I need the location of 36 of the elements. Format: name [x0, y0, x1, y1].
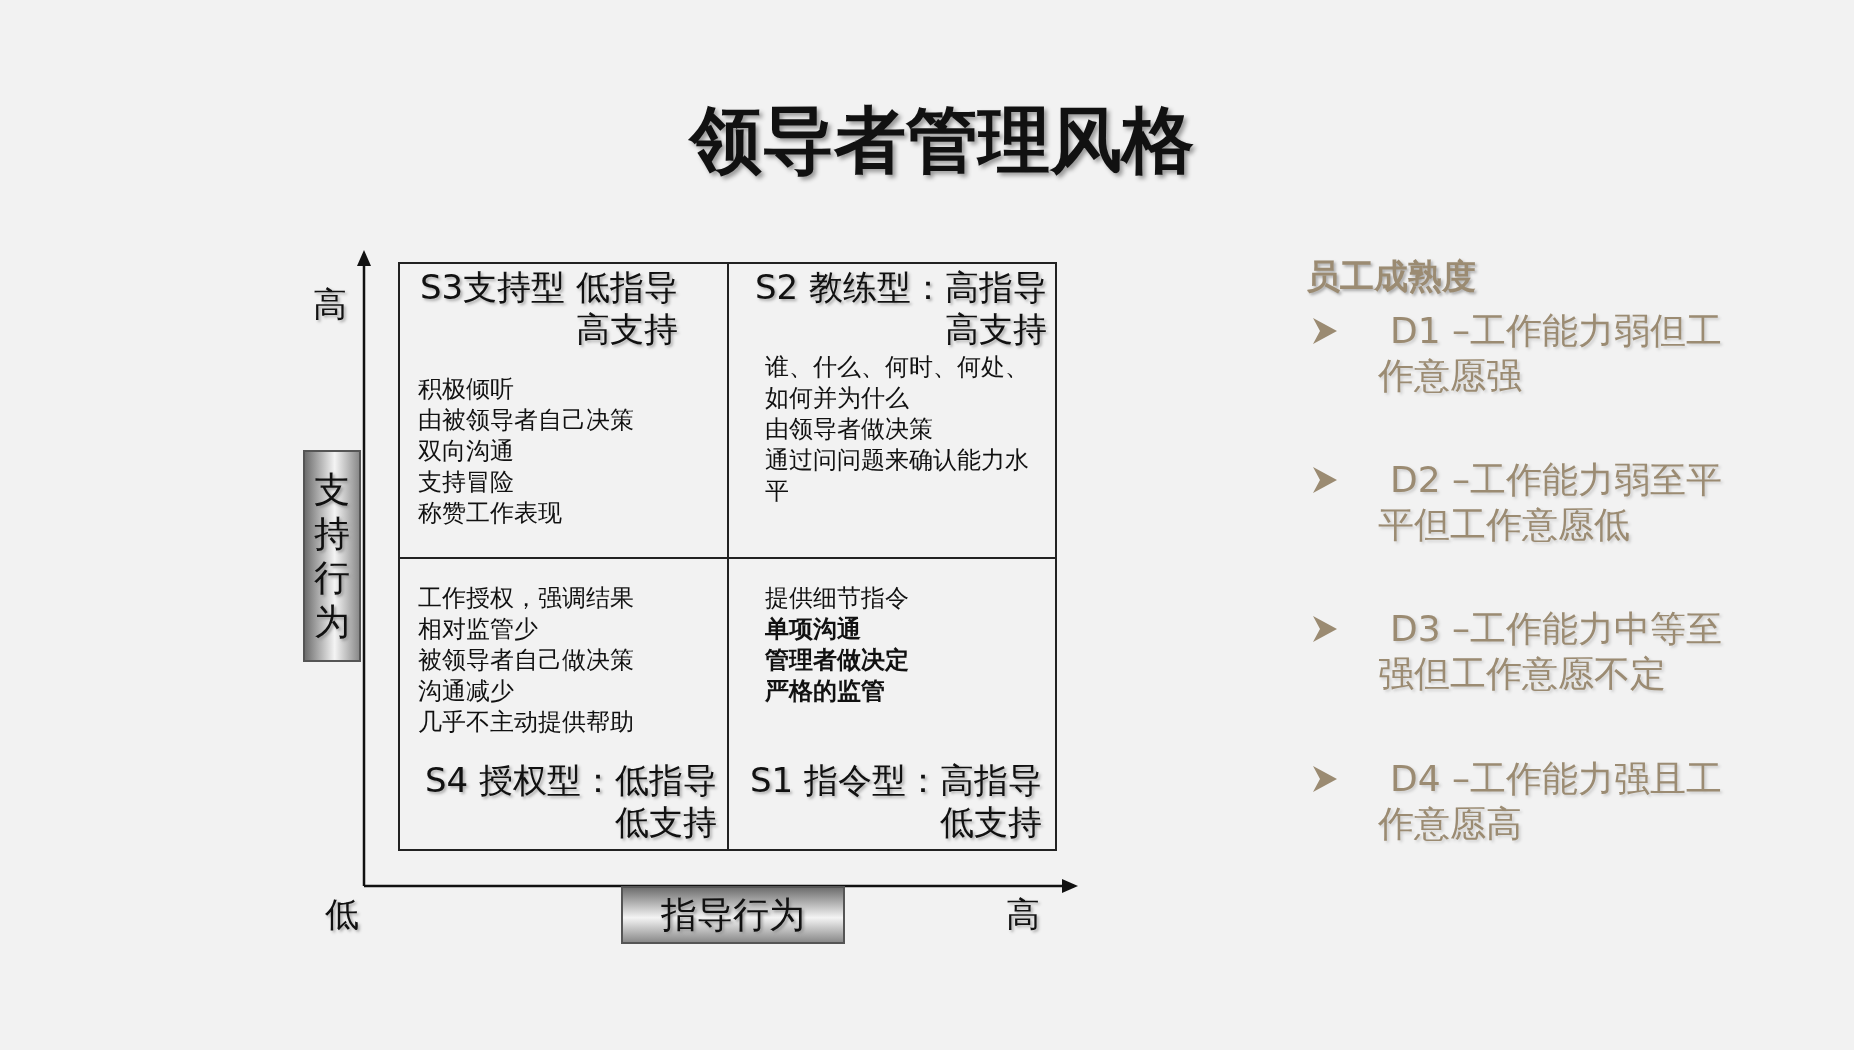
quadrant-cell: [398, 262, 729, 559]
list-item: 支持冒险: [418, 467, 515, 498]
list-item: 称赞工作表现: [418, 498, 563, 529]
list-item: 积极倾听: [418, 374, 515, 405]
list-item: D4 –工作能力强且工作意愿高: [1378, 757, 1724, 846]
quadrant-heading: S2 教练型：高指导高支持: [753, 266, 1047, 350]
list-item: 单项沟通: [765, 614, 862, 645]
quadrant-cell: [727, 262, 1057, 559]
quadrant-cell: [398, 557, 729, 851]
list-item: 通过问问题来确认能力水平: [765, 445, 1030, 507]
quadrant-cell: [727, 557, 1057, 851]
axis-end-label: 高: [1006, 893, 1040, 936]
slide-title: 领导者管理风格: [687, 97, 1195, 184]
quadrant-heading: S3支持型 低指导高支持: [418, 266, 678, 350]
axis-title-box: 指导行为: [621, 886, 845, 944]
list-item: 被领导者自己做决策: [418, 645, 634, 676]
list-item: 管理者做决定: [765, 645, 909, 676]
list-item: 沟通减少: [418, 676, 515, 707]
list-item: D1 –工作能力弱但工作意愿强: [1378, 309, 1724, 398]
list-item: 相对监管少: [418, 614, 539, 645]
list-item: 双向沟通: [418, 436, 515, 467]
list-item: 谁、什么、何时、何处、如何并为什么: [765, 352, 1030, 414]
list-item: D3 –工作能力中等至强但工作意愿不定: [1378, 607, 1724, 696]
axis-end-label: 高: [313, 283, 347, 326]
quadrant-heading: S4 授权型：低指导低支持: [423, 759, 717, 843]
list-item: 提供细节指令: [765, 583, 909, 614]
axis-title-box: 支持行为: [303, 450, 361, 662]
list-item: D2 –工作能力弱至平平但工作意愿低: [1378, 458, 1724, 547]
list-item: 几乎不主动提供帮助: [418, 707, 634, 738]
list-item: 工作授权，强调结果: [418, 583, 634, 614]
list-item: 由领导者做决策: [765, 414, 934, 445]
list-item: 严格的监管: [765, 676, 886, 707]
list-item: 由被领导者自己决策: [418, 405, 634, 436]
panel-heading: 员工成熟度: [1306, 255, 1476, 298]
quadrant-heading: S1 指令型：高指导低支持: [748, 759, 1042, 843]
axis-end-label: 低: [325, 893, 359, 936]
